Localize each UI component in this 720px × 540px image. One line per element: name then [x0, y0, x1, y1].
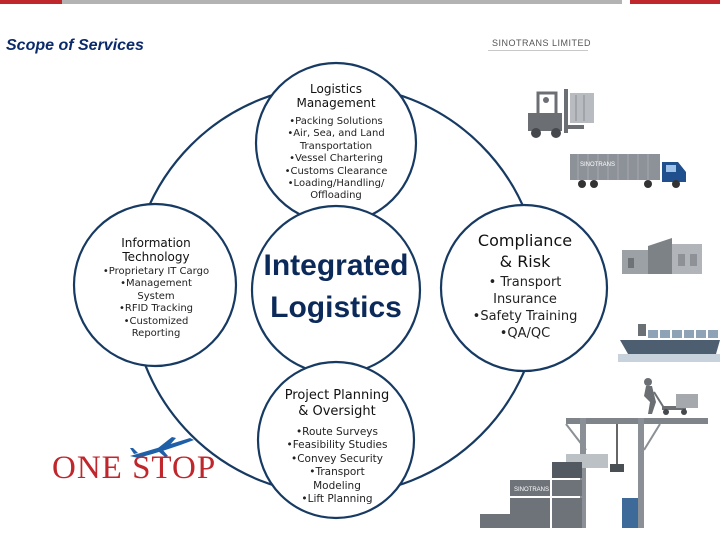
logistics-management-section: Logistics Management •Packing Solutions … — [256, 82, 416, 203]
page-title: Scope of Services — [6, 37, 144, 54]
list-item: •RFID Tracking — [118, 303, 194, 315]
port-crane-icon: SINOTRANS — [480, 418, 708, 528]
list-item: •Air, Sea, and Land — [287, 128, 385, 140]
list-item: Reporting — [131, 328, 181, 340]
center-title-line2: Logistics — [270, 291, 402, 324]
node-project-planning — [256, 360, 416, 520]
project-heading-line1: Project Planning — [284, 388, 390, 403]
list-item: •Management — [120, 278, 192, 290]
project-planning-section: Project Planning & Oversight •Route Surv… — [262, 388, 412, 506]
project-list: •Route Surveys •Feasibility Studies •Con… — [262, 426, 412, 506]
list-item: •Vessel Chartering — [289, 153, 383, 165]
list-item: •Route Surveys — [295, 426, 378, 438]
warehouse-icon — [622, 238, 702, 274]
list-item: Insurance — [493, 292, 557, 307]
container-label: SINOTRANS — [514, 487, 549, 493]
it-heading-line2: Technology — [122, 250, 190, 264]
list-item: •Lift Planning — [301, 493, 373, 506]
header-bar-gray — [62, 0, 622, 4]
list-item: • Transport — [488, 275, 562, 290]
list-item: •Loading/Handling/ — [287, 178, 385, 190]
information-technology-section: Information Technology •Proprietary IT C… — [86, 236, 226, 340]
list-item: •Customized — [123, 315, 189, 327]
compliance-heading-line2: & Risk — [499, 252, 551, 271]
compliance-list: • Transport Insurance •Safety Training •… — [450, 274, 600, 342]
list-item: System — [137, 290, 175, 302]
compliance-heading-line1: Compliance — [477, 231, 573, 250]
list-item: •QA/QC — [499, 326, 551, 341]
it-list: •Proprietary IT Cargo •Management System… — [86, 266, 226, 340]
list-item: Modeling — [313, 479, 361, 492]
node-compliance-risk — [439, 203, 609, 373]
pallet-jack-icon — [644, 378, 698, 415]
one-stop-logo: ONE STOP — [52, 450, 217, 486]
list-item: •Safety Training — [472, 309, 578, 324]
node-information-technology — [72, 202, 238, 368]
logistics-heading-line1: Logistics — [310, 82, 362, 96]
list-item: •Customs Clearance — [284, 165, 388, 177]
forklift-icon — [528, 89, 594, 138]
truck-label: SINOTRANS — [580, 162, 615, 168]
list-item: •Convey Security — [291, 452, 383, 465]
list-item: Offloading — [310, 190, 362, 202]
airplane-icon — [130, 437, 194, 458]
list-item: •Feasibility Studies — [286, 439, 388, 452]
list-item: •Transport — [309, 466, 365, 479]
truck-icon: SINOTRANS — [570, 154, 686, 188]
company-brand: SINOTRANS LIMITED — [492, 38, 592, 48]
ship-icon — [618, 324, 720, 362]
header-bar-red-right — [630, 0, 720, 4]
integrated-logistics-title: Integrated Logistics — [252, 245, 420, 329]
logistics-heading-line2: Management — [296, 96, 376, 110]
project-heading-line2: & Oversight — [298, 404, 376, 419]
center-title-line1: Integrated — [263, 249, 409, 282]
list-item: •Packing Solutions — [289, 116, 383, 127]
brand-underline — [488, 50, 588, 51]
compliance-risk-section: Compliance & Risk • Transport Insurance … — [450, 230, 600, 342]
list-item: Transportation — [299, 140, 373, 152]
list-item: •Proprietary IT Cargo — [102, 266, 210, 277]
header-bar-red-left — [0, 0, 62, 4]
logistics-list: •Packing Solutions •Air, Sea, and Land T… — [256, 116, 416, 203]
it-heading-line1: Information — [121, 236, 191, 250]
logistics-heading: Logistics Management — [256, 82, 416, 110]
